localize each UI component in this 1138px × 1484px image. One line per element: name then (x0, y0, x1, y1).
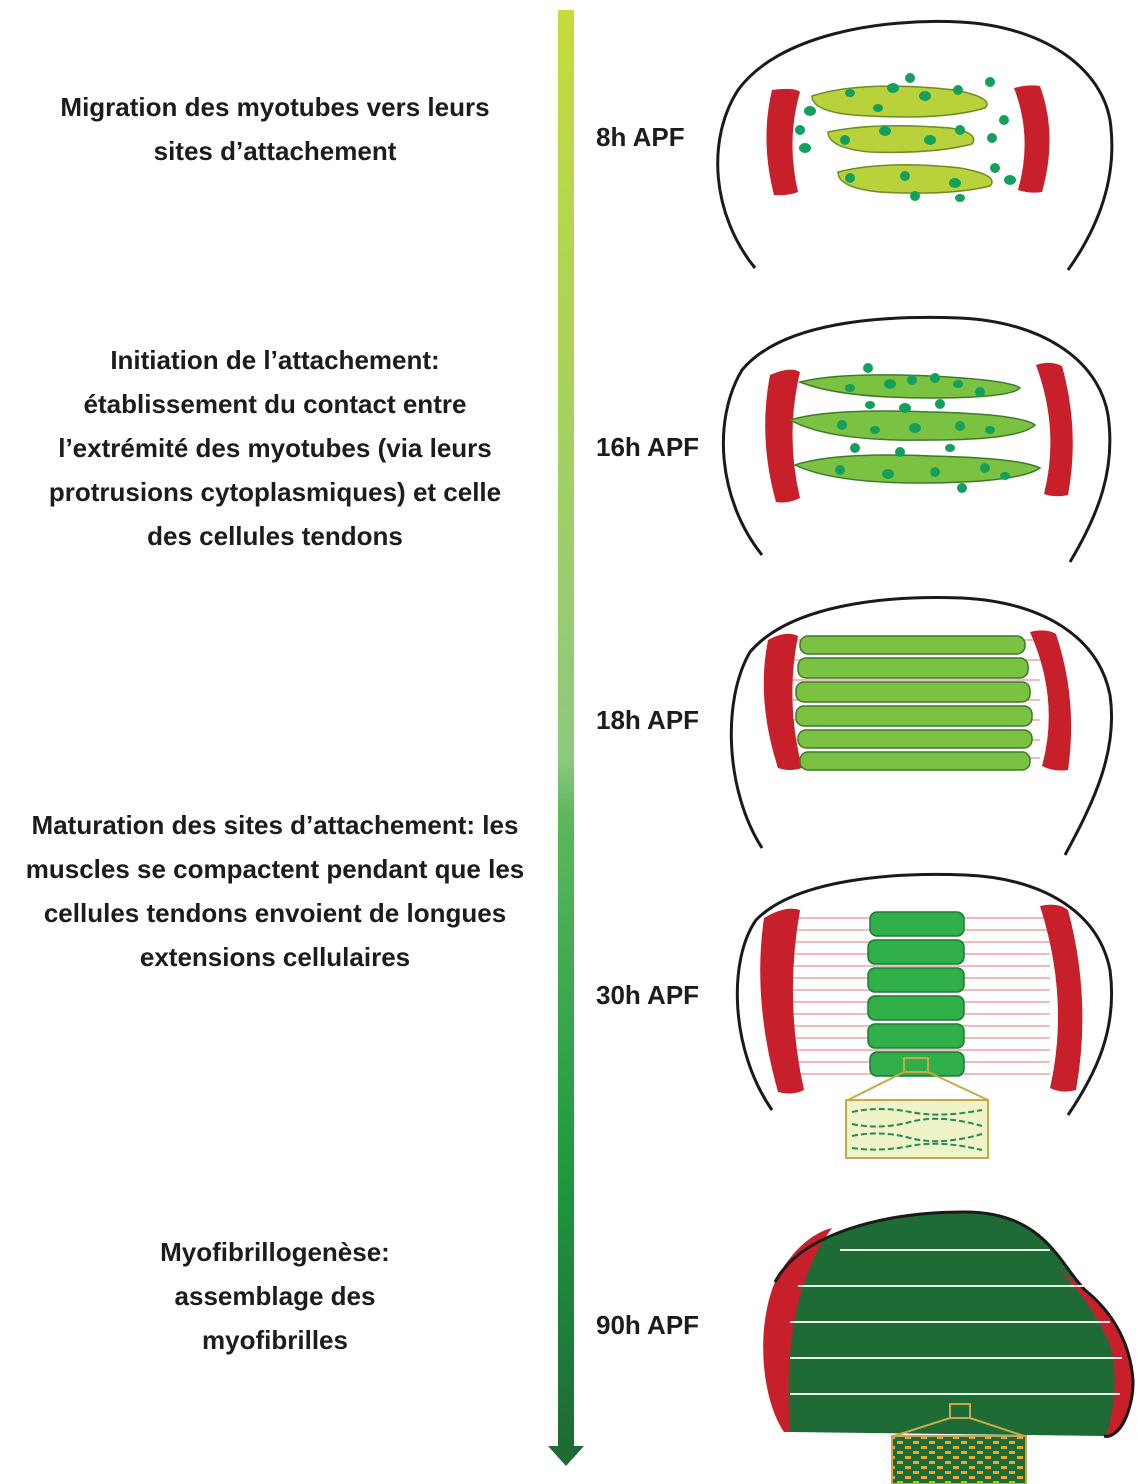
timepoint-label-18h: 18h APF (596, 705, 700, 735)
timeline-arrow (548, 10, 584, 1466)
nuclei (795, 73, 1016, 202)
tendon-cell (1040, 904, 1083, 1092)
timepoint-label-16h: 16h APF (596, 432, 700, 462)
description-line: établissement du contact entre (83, 389, 467, 419)
myotube (797, 374, 1022, 399)
stage-16h-illustration (721, 315, 1112, 563)
tendon-cell (763, 633, 802, 770)
tendon-cell (760, 908, 804, 1094)
myotube (837, 164, 993, 194)
tendon-cell (763, 1228, 832, 1432)
stage-8h-illustration (716, 20, 1114, 271)
description-line: l’extrémité des myotubes (via leurs (58, 433, 492, 463)
description-initiation: Initiation de l’attachement: établisseme… (0, 338, 550, 558)
body-outline (721, 315, 1112, 563)
tendon-cell (765, 369, 800, 503)
nuclei (835, 363, 1010, 493)
myofibril-inset (845, 1099, 989, 1159)
description-line: Maturation des sites d’attachement: les (31, 810, 519, 840)
body-outline (716, 20, 1114, 271)
description-line: Migration des myotubes vers leurs (60, 92, 490, 122)
description-line: assemblage des (174, 1281, 376, 1311)
description-line: des cellules tendons (147, 521, 403, 551)
timeline-arrowhead (548, 1446, 584, 1466)
description-line: muscles se compactent pendant que les (25, 854, 525, 884)
mature-muscle (764, 1212, 1134, 1437)
myotube (811, 85, 988, 118)
myotube (792, 454, 1042, 484)
description-line: sites d’attachement (153, 136, 397, 166)
timepoint-label-90h: 90h APF (596, 1310, 700, 1340)
tendon-cell (1030, 630, 1072, 771)
tendon-cell (766, 88, 800, 196)
description-line: extensions cellulaires (139, 942, 411, 972)
description-maturation: Maturation des sites d’attachement: les … (0, 803, 550, 979)
stage-30h-illustration (735, 872, 1114, 1159)
body-outline (735, 872, 1114, 1116)
timeline-shaft (558, 10, 574, 1450)
description-line: myofibrilles (202, 1325, 348, 1355)
tendon-cell (1036, 362, 1073, 497)
timepoint-label-30h: 30h APF (596, 980, 700, 1010)
compacted-myotubes (867, 911, 965, 1077)
description-migration: Migration des myotubes vers leurs sites … (0, 85, 550, 173)
timepoint-label-8h: 8h APF (596, 122, 685, 152)
zoom-box (949, 1403, 971, 1419)
body-outline (729, 596, 1114, 856)
myotubes (795, 635, 1033, 771)
myotube (827, 125, 975, 154)
body-outline (773, 1210, 1135, 1438)
stage-90h-illustration (763, 1210, 1135, 1484)
description-line: protrusions cytoplasmiques) et celle (48, 477, 502, 507)
stage-illustrations (716, 20, 1135, 1484)
description-line: cellules tendons envoient de longues (43, 898, 507, 928)
description-line: Initiation de l’attachement: (110, 345, 440, 375)
myofibril-separators (790, 1249, 1122, 1395)
description-myofibrillogenesis: Myofibrillogenèse: assemblage des myofib… (0, 1230, 550, 1362)
zoom-box (903, 1057, 929, 1073)
stage-18h-illustration (729, 596, 1114, 856)
tendon-cell (1014, 85, 1050, 193)
description-line: Myofibrillogenèse: (160, 1237, 390, 1267)
myofibril-inset (891, 1435, 1027, 1484)
